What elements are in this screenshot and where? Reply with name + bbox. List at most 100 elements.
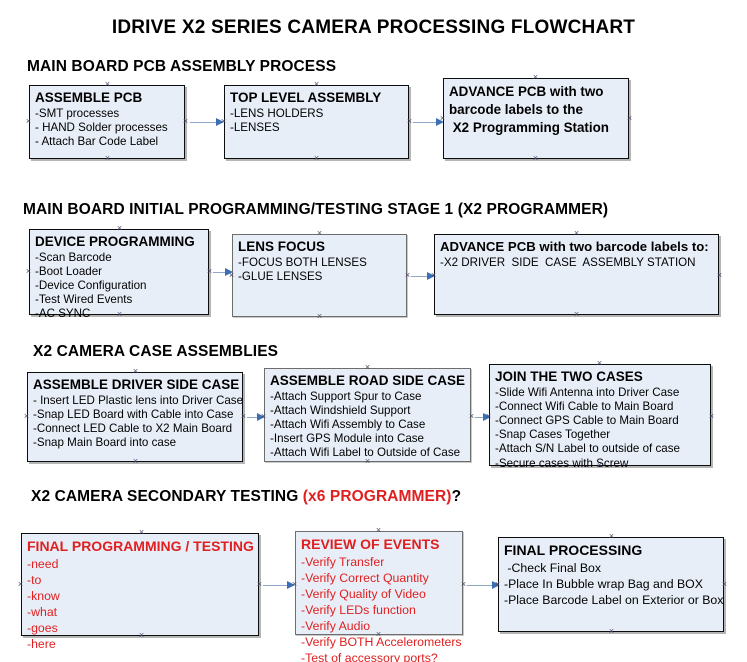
connection-handle-right[interactable]: [716, 272, 723, 279]
connection-handle-left[interactable]: [25, 268, 32, 275]
connection-handle-bottom[interactable]: [608, 628, 615, 635]
connection-handle-right[interactable]: [182, 118, 189, 125]
connection-handle-left[interactable]: [494, 581, 501, 588]
connection-handle-bottom[interactable]: [132, 458, 139, 465]
node-line: -need: [27, 557, 59, 571]
connection-handle-top[interactable]: [104, 81, 111, 88]
node-line: -GLUE LENSES: [238, 269, 323, 283]
node-line: -Connect Wifi Cable to Main Board: [495, 399, 674, 413]
node-line: -Boot Loader: [35, 264, 103, 278]
node-assemble-pcb[interactable]: ASSEMBLE PCB -SMT processes - HAND Solde…: [29, 85, 185, 159]
node-title: DEVICE PROGRAMMING: [35, 234, 195, 249]
connection-handle-right[interactable]: [206, 268, 213, 275]
connection-handle-right[interactable]: [468, 413, 475, 420]
node-line: -Secure cases with Screw: [495, 456, 629, 470]
connection-handle-top[interactable]: [313, 81, 320, 88]
node-assemble-driver-side-case[interactable]: ASSEMBLE DRIVER SIDE CASE - Insert LED P…: [27, 372, 243, 462]
connection-handle-left[interactable]: [25, 118, 32, 125]
node-line: -Attach Windshield Support: [270, 403, 411, 417]
connection-handle-right[interactable]: [404, 272, 411, 279]
connection-handle-bottom[interactable]: [313, 155, 320, 162]
connection-handle-bottom[interactable]: [364, 458, 371, 465]
connection-handle-top[interactable]: [608, 533, 615, 540]
connector-assemble-pcb-to-top-level: [190, 122, 218, 123]
connection-handle-left[interactable]: [291, 581, 298, 588]
connection-handle-bottom[interactable]: [375, 631, 382, 638]
connection-handle-top[interactable]: [532, 74, 539, 81]
node-line: -Snap Main Board into case: [33, 436, 177, 450]
node-line: -Attach Wifi Label to Outside of Case: [270, 446, 461, 460]
connection-handle-left[interactable]: [17, 581, 24, 588]
connection-handle-left[interactable]: [23, 413, 30, 420]
connector-review-of-events-to-final-processing: [467, 585, 494, 586]
node-title: ADVANCE PCB with two barcode labels to t…: [449, 84, 609, 135]
node-line: -Snap Cases Together: [495, 428, 611, 442]
node-line: -Test Wired Events: [35, 293, 133, 307]
connection-handle-top[interactable]: [316, 230, 323, 237]
connection-handle-left[interactable]: [430, 272, 437, 279]
connection-handle-left[interactable]: [228, 272, 235, 279]
node-line: -FOCUS BOTH LENSES: [238, 255, 367, 269]
node-line-overflow: -Test of accessory ports?: [301, 651, 438, 662]
connection-handle-top[interactable]: [375, 527, 382, 534]
node-title: ASSEMBLE ROAD SIDE CASE: [270, 373, 466, 388]
node-join-the-two-cases[interactable]: JOIN THE TWO CASES -Slide Wifi Antenna i…: [489, 364, 711, 470]
node-title: ASSEMBLE PCB: [35, 90, 143, 105]
connection-handle-top[interactable]: [364, 364, 371, 371]
node-line: -Device Configuration: [35, 278, 147, 292]
node-line: -Insert GPS Module into Case: [270, 432, 425, 446]
node-line: -Attach S/N Label to outside of case: [495, 442, 680, 456]
node-advance-pcb-to-programming-station[interactable]: ADVANCE PCB with two barcode labels to t…: [443, 78, 629, 159]
section-heading-suffix: ?: [451, 488, 462, 505]
connection-handle-left[interactable]: [439, 115, 446, 122]
connection-handle-right[interactable]: [256, 581, 263, 588]
node-line: -SMT processes: [35, 106, 120, 120]
connection-handle-bottom[interactable]: [532, 155, 539, 162]
connection-handle-top[interactable]: [132, 368, 139, 375]
node-line: -Connect GPS Cable to Main Board: [495, 413, 679, 427]
connection-handle-bottom[interactable]: [573, 311, 580, 318]
section-heading-text: X2 CAMERA CASE ASSEMBLIES: [33, 343, 279, 360]
connection-handle-bottom[interactable]: [316, 313, 323, 320]
connection-handle-right[interactable]: [460, 581, 467, 588]
node-line: -Snap LED Board with Cable into Case: [33, 407, 234, 421]
node-lens-focus[interactable]: LENS FOCUS -FOCUS BOTH LENSES -GLUE LENS…: [232, 234, 407, 317]
connection-handle-bottom[interactable]: [104, 155, 111, 162]
node-final-programming-testing[interactable]: FINAL PROGRAMMING / TESTING -need -to -k…: [21, 533, 259, 651]
node-line: -Scan Barcode: [35, 250, 112, 264]
connection-handle-bottom[interactable]: [138, 632, 145, 639]
node-title: FINAL PROGRAMMING / TESTING: [27, 538, 254, 554]
node-title: ADVANCE PCB with two barcode labels to:: [440, 239, 709, 254]
node-line: -know: [27, 589, 60, 603]
node-line: -LENSES: [230, 120, 280, 134]
node-device-programming[interactable]: DEVICE PROGRAMMING -Scan Barcode -Boot L…: [29, 229, 209, 320]
connection-handle-left[interactable]: [260, 413, 267, 420]
connection-handle-right[interactable]: [240, 413, 247, 420]
node-line: -Place In Bubble wrap Bag and BOX: [504, 577, 703, 591]
connection-handle-right[interactable]: [708, 413, 715, 420]
node-final-processing[interactable]: FINAL PROCESSING -Check Final Box -Place…: [498, 537, 724, 632]
connection-handle-left[interactable]: [485, 413, 492, 420]
section-heading-text: MAIN BOARD PCB ASSEMBLY PROCESS: [27, 58, 337, 75]
connection-handle-bottom[interactable]: [116, 311, 123, 318]
page-title: IDRIVE X2 SERIES CAMERA PROCESSING FLOWC…: [111, 17, 636, 38]
connection-handle-right[interactable]: [406, 118, 413, 125]
node-top-level-assembly[interactable]: TOP LEVEL ASSEMBLY -LENS HOLDERS -LENSES: [224, 85, 409, 159]
node-assemble-road-side-case[interactable]: ASSEMBLE ROAD SIDE CASE -Attach Support …: [264, 368, 471, 462]
connection-handle-top[interactable]: [138, 529, 145, 536]
node-line: -Verify Correct Quantity: [301, 571, 429, 585]
node-line: -Place Barcode Label on Exterior or Box: [504, 593, 724, 607]
node-advance-pcb-to-driver-side-case[interactable]: ADVANCE PCB with two barcode labels to: …: [434, 234, 719, 315]
connection-handle-bottom[interactable]: [596, 462, 603, 469]
node-line: -Check Final Box: [504, 561, 602, 575]
connection-handle-right[interactable]: [721, 581, 728, 588]
node-review-of-events[interactable]: REVIEW OF EVENTS -Verify Transfer -Verif…: [295, 531, 463, 662]
node-line: -Attach Wifi Assembly to Case: [270, 417, 426, 431]
connection-handle-left[interactable]: [220, 118, 227, 125]
connection-handle-top[interactable]: [116, 225, 123, 232]
connection-handle-right[interactable]: [626, 115, 633, 122]
node-line: -Verify Transfer: [301, 555, 385, 569]
connector-final-programming-to-review-of-events: [263, 585, 289, 586]
connection-handle-top[interactable]: [573, 230, 580, 237]
connection-handle-top[interactable]: [596, 360, 603, 367]
